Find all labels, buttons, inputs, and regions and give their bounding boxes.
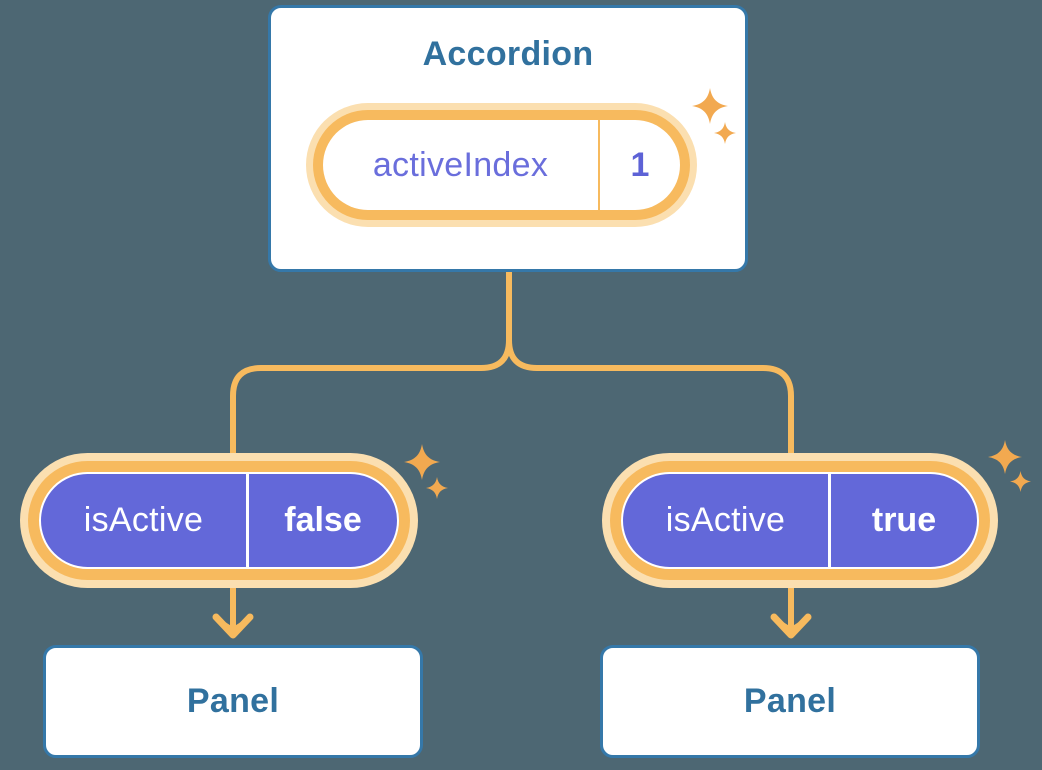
prop-pill-value: true [871, 501, 937, 539]
prop-pill-value: false [284, 501, 362, 539]
state-pill: activeIndex 1 [306, 103, 697, 227]
sparkle-icon [692, 88, 728, 124]
prop-pill-label: isActive [665, 501, 786, 539]
state-pill-label: activeIndex [372, 145, 549, 184]
sparkle-icon [714, 122, 736, 144]
pill-divider [246, 474, 249, 567]
sparkle-icon [988, 440, 1022, 474]
accordion-title: Accordion [422, 35, 594, 73]
prop-pill-body: isActive false [39, 472, 399, 569]
sparkle-icon [426, 477, 448, 499]
sparkle-icon [1010, 471, 1031, 492]
pill-divider [828, 474, 831, 567]
panel-card-left: Panel [43, 645, 423, 758]
sparkle-icon [404, 444, 440, 480]
panel-title: Panel [186, 682, 280, 720]
pill-divider [598, 120, 600, 210]
state-pill-body: activeIndex 1 [323, 120, 680, 210]
prop-pill-body: isActive true [621, 472, 979, 569]
prop-pill-ring: isActive false [28, 461, 410, 580]
connector-branch-right [506, 265, 794, 631]
prop-pill-ring: isActive true [610, 461, 990, 580]
prop-pill-right: isActive true [602, 453, 998, 588]
state-pill-ring: activeIndex 1 [313, 110, 690, 220]
state-pill-value: 1 [630, 145, 650, 184]
panel-card-right: Panel [600, 645, 980, 758]
arrow-down-icon [212, 613, 254, 639]
prop-pill-left: isActive false [20, 453, 418, 588]
panel-title: Panel [743, 682, 837, 720]
arrow-down-icon [770, 613, 812, 639]
prop-pill-label: isActive [83, 501, 204, 539]
